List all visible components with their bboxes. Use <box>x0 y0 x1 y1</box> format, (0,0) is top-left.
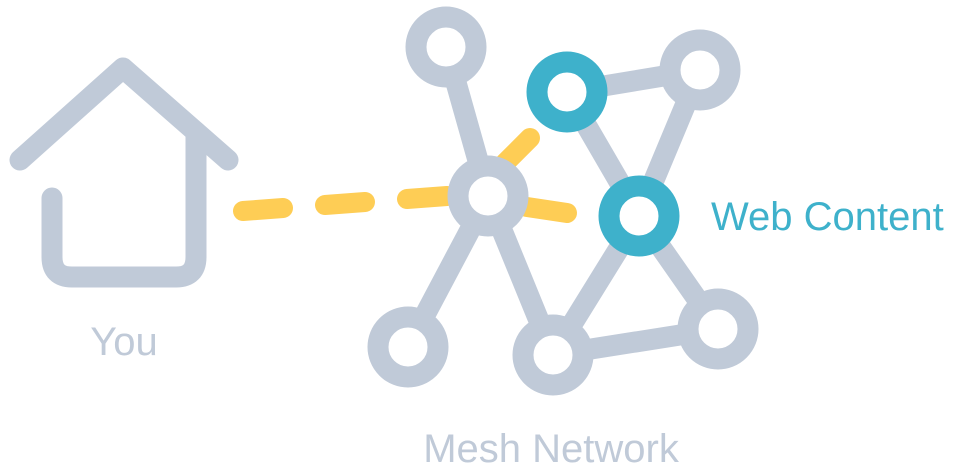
mesh-network-label: Mesh Network <box>423 427 680 471</box>
route-dash <box>495 128 540 173</box>
route-dash <box>233 198 293 221</box>
circle-node-icon <box>405 6 487 88</box>
circle-node-icon <box>367 306 449 388</box>
route-path <box>233 128 577 223</box>
circle-node-icon <box>659 29 741 111</box>
you-label: You <box>90 320 158 364</box>
accent-node-icon <box>526 51 608 133</box>
circle-node-icon <box>512 314 594 396</box>
route-dash <box>517 197 577 223</box>
route-dash <box>315 192 375 215</box>
circle-node-icon <box>677 288 759 370</box>
web-content-node-icon <box>598 175 680 257</box>
mesh-nodes <box>367 6 759 396</box>
house-icon <box>9 57 239 288</box>
circle-node-icon <box>447 155 529 237</box>
web-content-label: Web Content <box>711 195 944 239</box>
route-dash <box>397 186 457 209</box>
